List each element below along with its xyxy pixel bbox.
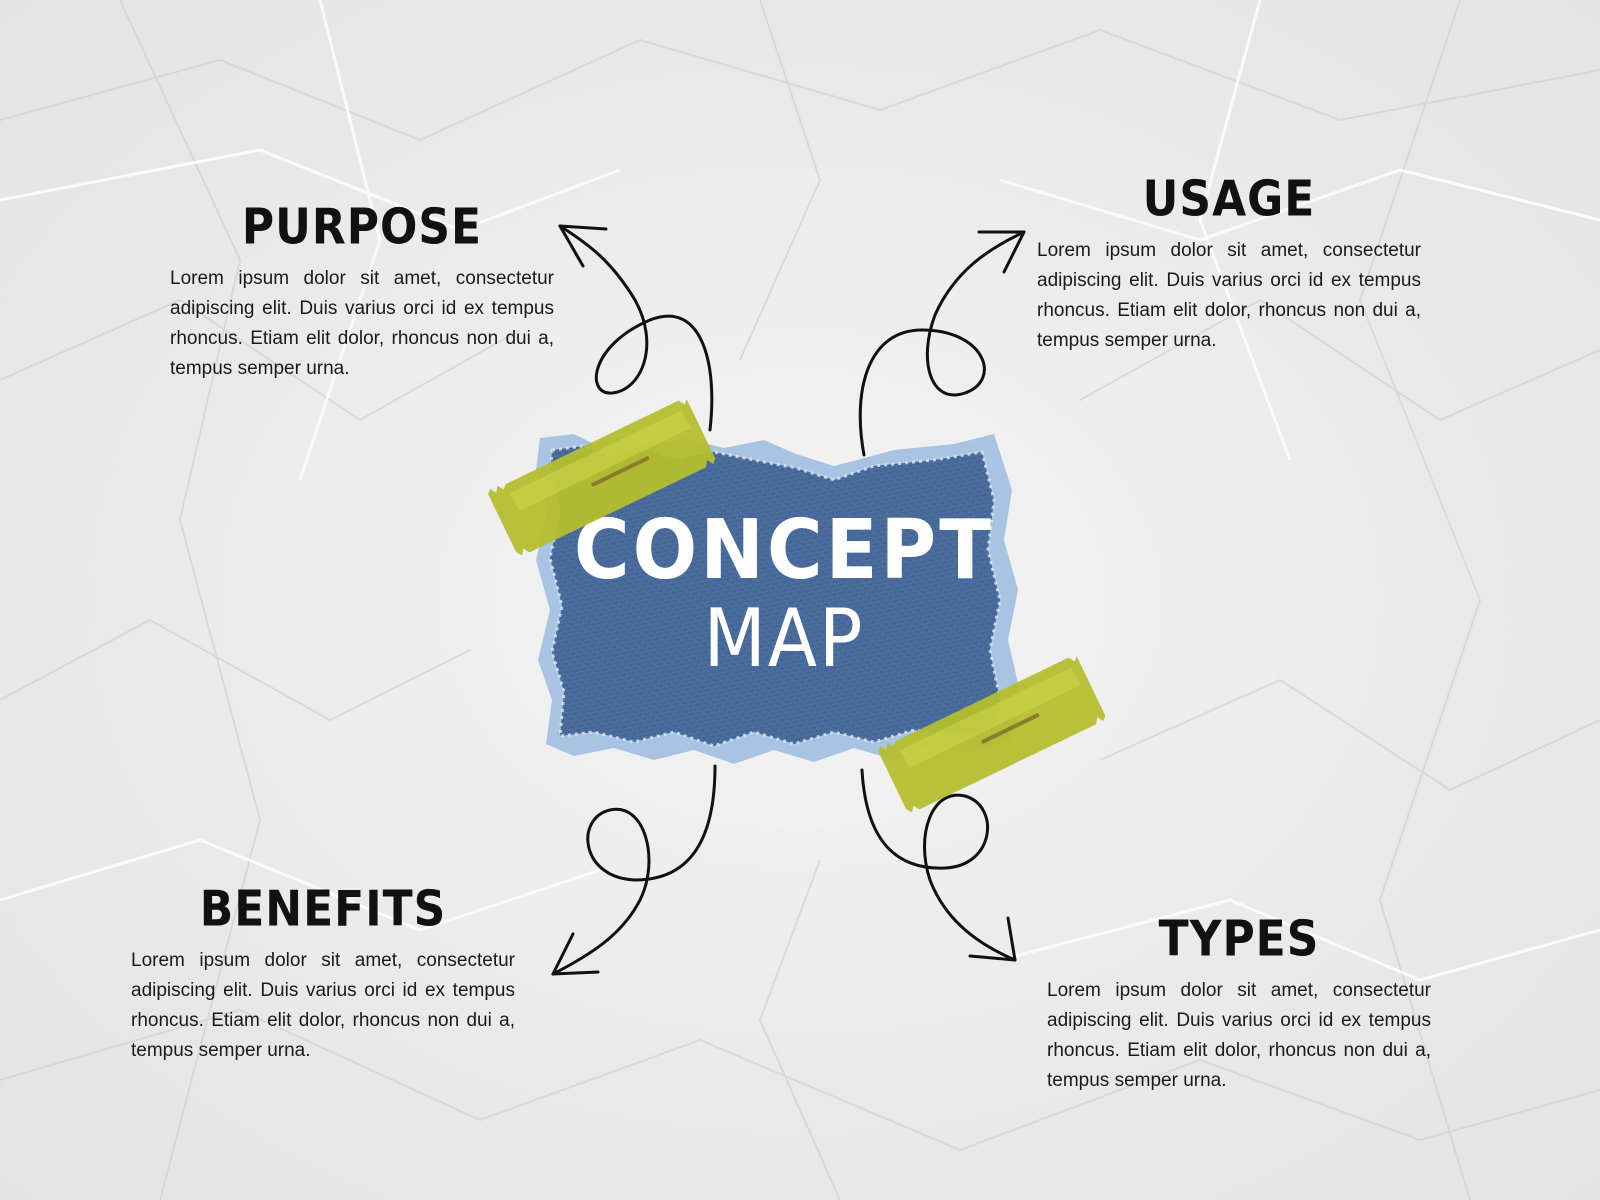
node-types-body: Lorem ipsum dolor sit amet, consectetur … bbox=[1047, 980, 1431, 1091]
node-benefits-title: BENEFITS bbox=[199, 880, 447, 938]
center-title-line1: CONCEPT bbox=[573, 501, 995, 598]
center-title-line2: MAP bbox=[703, 590, 865, 686]
node-usage-body: Lorem ipsum dolor sit amet, consectetur … bbox=[1037, 240, 1421, 351]
center-title: CONCEPT MAP bbox=[534, 501, 1034, 678]
node-types-title: TYPES bbox=[1158, 910, 1320, 968]
center-concept-card: CONCEPT MAP bbox=[534, 430, 1034, 770]
node-types: TYPES Lorem ipsum dolor sit amet, consec… bbox=[1047, 910, 1431, 1096]
node-purpose-title: PURPOSE bbox=[241, 198, 483, 256]
arrow-to-purpose bbox=[558, 224, 714, 432]
node-usage-title: USAGE bbox=[1142, 170, 1316, 228]
node-benefits-body: Lorem ipsum dolor sit amet, consectetur … bbox=[131, 950, 515, 1061]
denim-patch bbox=[536, 434, 1020, 764]
node-usage: USAGE Lorem ipsum dolor sit amet, consec… bbox=[1037, 170, 1421, 356]
tape-bottom-right bbox=[878, 656, 1106, 812]
node-purpose-body: Lorem ipsum dolor sit amet, consectetur … bbox=[170, 268, 554, 379]
arrow-to-benefits bbox=[551, 764, 717, 976]
node-benefits: BENEFITS Lorem ipsum dolor sit amet, con… bbox=[131, 880, 515, 1066]
node-purpose: PURPOSE Lorem ipsum dolor sit amet, cons… bbox=[170, 198, 554, 384]
arrow-to-types bbox=[860, 768, 1017, 962]
tape-top-left bbox=[488, 399, 716, 555]
arrow-to-usage bbox=[858, 230, 1026, 457]
